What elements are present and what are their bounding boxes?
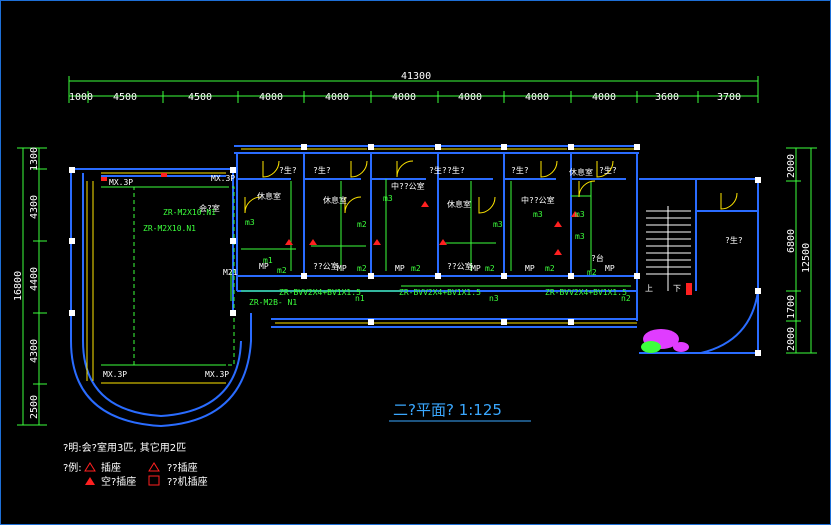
circuit-mx3p-3: MX.3P xyxy=(103,370,127,379)
room-toilet-5: ?生? xyxy=(511,165,529,175)
circuit-mp-1: MP xyxy=(259,262,269,271)
right-dim-4: 2000 xyxy=(786,327,797,351)
doors xyxy=(244,160,738,214)
left-dim-5: 2500 xyxy=(29,395,40,419)
room-toilet-4: ?生? xyxy=(447,165,465,175)
meeting-circuit-1: ZR-M2X10.N1 xyxy=(163,208,216,217)
circuit-m2-c: m2 xyxy=(411,264,421,273)
top-dim-8: 4000 xyxy=(525,92,549,103)
room-rest-1: 休息室 xyxy=(257,191,281,201)
circuit-mp-6: MP xyxy=(605,264,615,273)
right-total-dim: 12500 xyxy=(801,243,812,273)
top-dim-3: 4500 xyxy=(188,92,212,103)
right-dim-3: 1700 xyxy=(786,295,797,319)
panel-m21: M21 xyxy=(223,268,238,277)
room-mid-office-2: 中??公室 xyxy=(521,195,555,205)
top-dim-4: 4000 xyxy=(259,92,283,103)
top-dim-10: 3600 xyxy=(655,92,679,103)
circuit-m2-d: m2 xyxy=(485,264,495,273)
circuit-mx3p-4: MX.3P xyxy=(205,370,229,379)
circuit-m3-b: m3 xyxy=(493,220,503,229)
circuit-mp-5: MP xyxy=(525,264,535,273)
circuit-m2-e: m2 xyxy=(545,264,555,273)
right-dim-1: 2000 xyxy=(786,154,797,178)
overall-width-dim: 41300 xyxy=(401,71,431,82)
right-dimension-chain xyxy=(786,147,817,354)
left-dim-1: 1300 xyxy=(29,147,40,171)
top-dim-5: 4000 xyxy=(325,92,349,103)
top-dim-7: 4000 xyxy=(458,92,482,103)
room-toilet-1: ?生? xyxy=(279,165,297,175)
room-rest-2: 休息室 xyxy=(323,195,347,205)
room-office-1: ??公室 xyxy=(313,261,339,271)
drawing-title: 二?平面? 1:125 xyxy=(393,401,502,419)
room-stair-toilet: ?生? xyxy=(725,235,743,245)
circuit-m2-f: m2 xyxy=(587,268,597,277)
legend-ac-socket: 空?插座 xyxy=(101,475,136,488)
stair-up: 上 xyxy=(645,284,653,293)
circuit-mp-4: MP xyxy=(471,264,481,273)
circuit-m3-e: m3 xyxy=(575,232,585,241)
circuit-mx3p-2: MX.3P xyxy=(211,174,235,183)
room-meeting: 会?室 xyxy=(199,203,220,213)
room-mid-office-1: 中??公室 xyxy=(391,181,425,191)
circuit-m3-d: m3 xyxy=(575,210,585,219)
legend-other-socket: ??插座 xyxy=(167,461,198,474)
left-total-dim: 16800 xyxy=(13,271,24,301)
room-rest-3: 休息室 xyxy=(447,199,471,209)
legend-machine-socket: ??机插座 xyxy=(167,475,208,488)
legend-other-socket-icon xyxy=(148,462,160,472)
circuit-m2: m2 xyxy=(357,220,367,229)
wire-label-2: ZR-BVV2X4+BV1X1.5 xyxy=(399,288,481,297)
room-toilet-6: ?生? xyxy=(599,165,617,175)
room-toilet-3: ?生? xyxy=(429,165,447,175)
top-dim-11: 3700 xyxy=(717,92,741,103)
meeting-circuit-2: ZR-M2X10.N1 xyxy=(143,224,196,233)
circuit-n2: n2 xyxy=(621,294,631,303)
circuit-n1: n1 xyxy=(355,294,365,303)
top-dimension-chain xyxy=(68,76,759,103)
circuit-m1: m1 xyxy=(263,256,273,265)
windows xyxy=(86,148,637,384)
stair-down: 下 xyxy=(673,284,681,293)
legend-title: ?例: xyxy=(63,461,82,474)
top-dim-1: 1000 xyxy=(69,92,93,103)
circuit-mx3p-1: MX.3P xyxy=(109,178,133,187)
circuit-m3-c: m3 xyxy=(533,210,543,219)
room-toilet-2: ?生? xyxy=(313,165,331,175)
left-dim-2: 4300 xyxy=(29,195,40,219)
structural-columns xyxy=(69,144,761,356)
circuit-m3-a: m3 xyxy=(383,194,393,203)
socket-markers xyxy=(101,173,692,295)
wire-label-1: ZR-BVV2X4+BV1X1.5 xyxy=(279,288,361,297)
top-dim-9: 4000 xyxy=(592,92,616,103)
note-ac-capacity: ?明:会?室用3匹, 其它用2匹 xyxy=(63,441,186,454)
legend-socket: 插座 xyxy=(101,461,121,474)
circuit-mp-3: MP xyxy=(395,264,405,273)
wire-label-3: ZR-BVV2X4+BV1X1.5 xyxy=(545,288,627,297)
staircase xyxy=(646,206,691,291)
legend-ac-socket-icon xyxy=(85,477,95,485)
circuit-m2-a: m2 xyxy=(277,266,287,275)
left-dim-3: 4400 xyxy=(29,267,40,291)
right-dim-2: 6800 xyxy=(786,229,797,253)
circuit-mp-2: MP xyxy=(337,264,347,273)
legend-socket-icon xyxy=(84,462,96,472)
room-balcony: ?台 xyxy=(591,253,604,263)
legend-machine-socket-icon xyxy=(148,475,160,486)
flower-bed xyxy=(641,329,689,353)
wire-label-n1: ZR-M2B- N1 xyxy=(249,298,297,307)
electrical-circuits xyxy=(101,179,631,366)
left-dimension-chain xyxy=(17,147,47,426)
top-dim-2: 4500 xyxy=(113,92,137,103)
circuit-m3: m3 xyxy=(245,218,255,227)
top-dim-6: 4000 xyxy=(392,92,416,103)
room-rest-4: 休息室 xyxy=(569,167,593,177)
room-office-2: ??公室 xyxy=(447,261,473,271)
circuit-m2-b: m2 xyxy=(357,264,367,273)
circuit-n3: n3 xyxy=(489,294,499,303)
left-dim-4: 4300 xyxy=(29,339,40,363)
